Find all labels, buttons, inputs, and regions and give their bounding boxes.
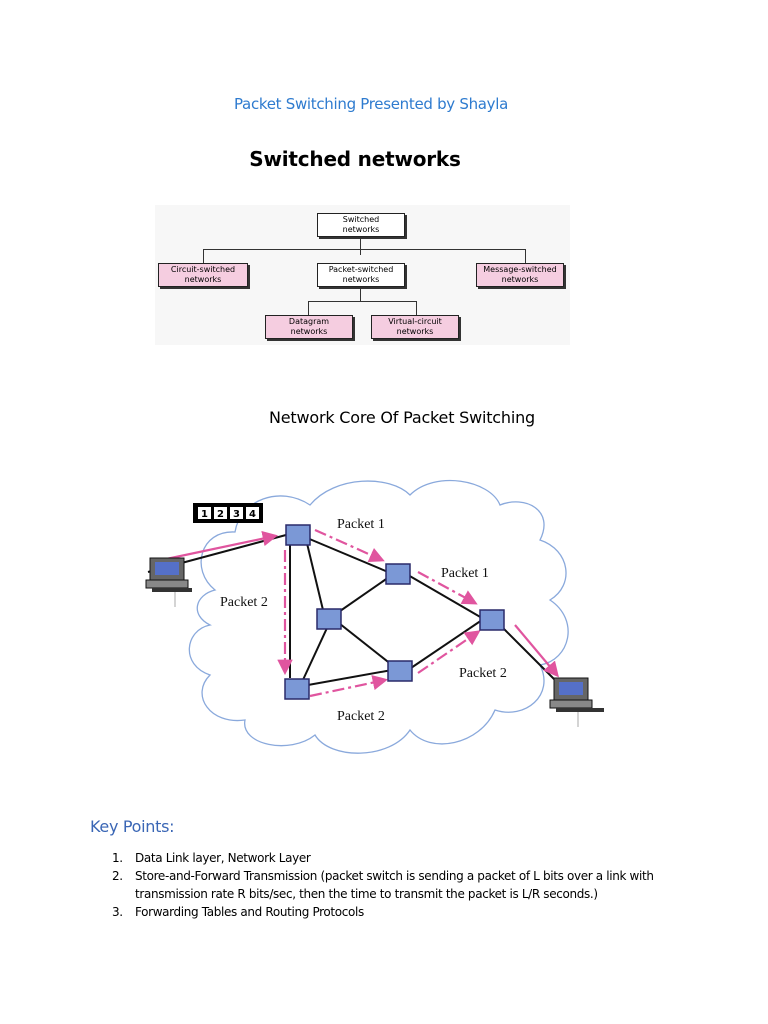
node-label: networks <box>396 327 434 336</box>
switch-node <box>316 608 342 630</box>
key-point-item: 3. Forwarding Tables and Routing Protoco… <box>112 903 672 921</box>
key-point-text: Data Link layer, Network Layer <box>135 851 311 865</box>
label-packet2-right: Packet 2 <box>459 666 507 681</box>
tree-connector <box>360 235 361 255</box>
key-point-number: 1. <box>112 851 123 865</box>
packet-seq-4: 4 <box>249 509 256 520</box>
key-point-text: Store-and-Forward Transmission (packet s… <box>135 869 654 901</box>
node-label: Packet-switched <box>328 265 394 274</box>
tree-connector <box>308 301 416 302</box>
network-core-diagram: 1 2 3 4 Packet 1 Packet 1 Packet 2 Packe… <box>145 479 604 754</box>
arrow-to-destination <box>514 624 559 678</box>
switch-node <box>285 524 311 546</box>
packet-seq-2: 2 <box>217 509 224 520</box>
node-label: networks <box>501 275 539 284</box>
key-point-item: 2. Store-and-Forward Transmission (packe… <box>112 867 672 903</box>
document-title: Packet Switching Presented by Shayla <box>233 95 509 113</box>
switch-node <box>284 678 310 700</box>
key-point-number: 3. <box>112 905 123 919</box>
arrow-packet1-hop2 <box>417 571 478 605</box>
packet-sequence: 1 2 3 4 <box>193 503 263 523</box>
node-label: networks <box>342 225 380 234</box>
node-datagram: Datagram networks <box>265 315 353 339</box>
key-points-heading: Key Points: <box>90 817 175 836</box>
label-packet1-top: Packet 1 <box>337 517 385 532</box>
packet-seq-1: 1 <box>201 509 208 520</box>
node-label: networks <box>342 275 380 284</box>
tree-connector <box>203 249 525 250</box>
node-label: networks <box>184 275 222 284</box>
key-point-number: 2. <box>112 869 123 883</box>
destination-computer-icon <box>549 677 604 727</box>
label-packet1-right: Packet 1 <box>441 566 489 581</box>
key-point-item: 1. Data Link layer, Network Layer <box>112 849 672 867</box>
label-packet2-left: Packet 2 <box>220 595 268 610</box>
tree-connector <box>308 301 309 315</box>
node-message-switched: Message-switched networks <box>476 263 564 287</box>
node-label: Circuit-switched <box>170 265 236 274</box>
packet-seq-3: 3 <box>233 509 240 520</box>
tree-connector <box>203 249 204 263</box>
node-label: Switched <box>342 215 380 224</box>
switched-networks-tree: Switched networks Circuit-switched netwo… <box>155 205 570 345</box>
node-circuit-switched: Circuit-switched networks <box>158 263 248 287</box>
node-switched-networks: Switched networks <box>317 213 405 237</box>
switched-networks-heading: Switched networks <box>249 147 461 171</box>
label-packet2-bottom: Packet 2 <box>337 709 385 724</box>
tree-connector <box>360 287 361 301</box>
arrow-packet2-bottom <box>309 675 389 698</box>
switch-node <box>387 660 413 682</box>
node-label: Datagram <box>288 317 330 326</box>
network-core-heading: Network Core Of Packet Switching <box>269 408 535 427</box>
node-virtual-circuit: Virtual-circuit networks <box>371 315 459 339</box>
key-points-list: 1. Data Link layer, Network Layer 2. Sto… <box>112 849 672 921</box>
node-packet-switched: Packet-switched networks <box>317 263 405 287</box>
node-label: networks <box>290 327 328 336</box>
source-computer-icon <box>145 557 192 607</box>
switch-node <box>385 563 411 585</box>
node-label: Message-switched <box>483 265 557 274</box>
key-point-text: Forwarding Tables and Routing Protocols <box>135 905 364 919</box>
tree-connector <box>525 249 526 263</box>
node-label: Virtual-circuit <box>388 317 442 326</box>
switch-node <box>479 609 505 631</box>
tree-connector <box>416 301 417 315</box>
